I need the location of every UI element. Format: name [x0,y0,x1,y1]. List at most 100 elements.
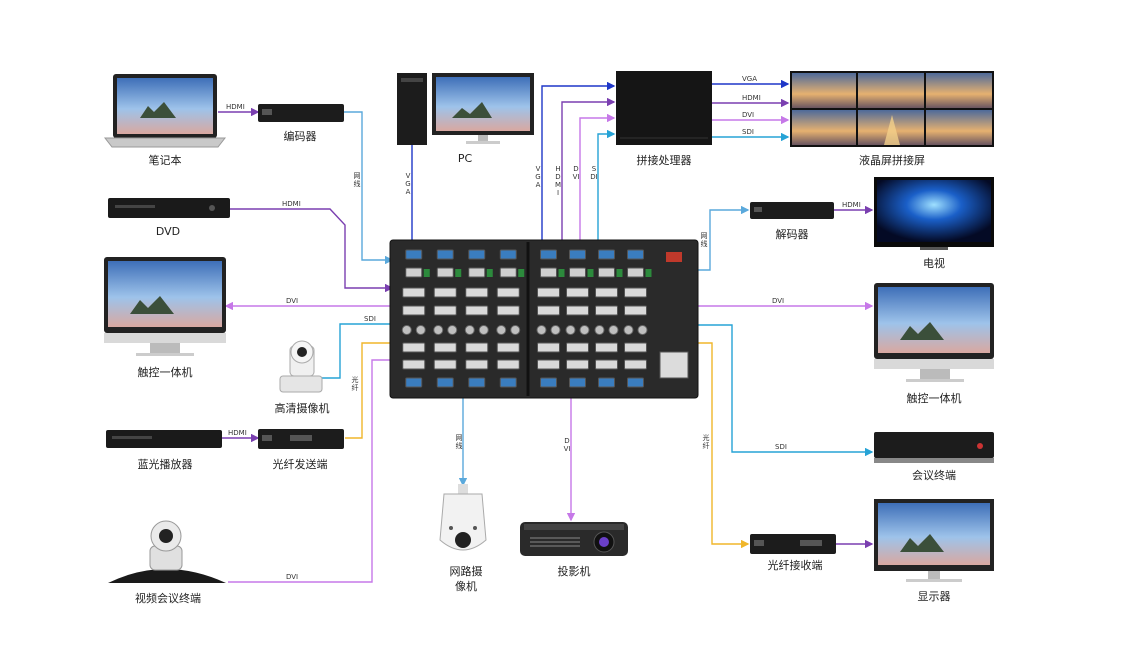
line-hdmi-proc [561,97,616,260]
matrix-dvi-port [465,287,489,298]
link-label-fiber-tx: 光纤 [351,376,359,392]
matrix-vga-port [540,377,557,388]
matrix-status-led [486,269,493,277]
line-hdmi-dvd [228,208,394,293]
matrix-bnc-port [433,325,444,335]
link-label-hdmi-bluray: HDMI [228,429,247,437]
matrix-bnc-port [579,325,590,335]
matrix-bnc-port [496,325,507,335]
matrix-dvi-port [566,342,589,353]
matrix-net-port [436,267,454,278]
matrix-bnc-port [536,325,547,335]
matrix-dvi-port [537,342,560,353]
link-label-sdi-conf: SDI [775,443,787,451]
monitor-device [874,499,994,582]
matrix-dvi-port [537,359,560,370]
matrix-bnc-port [594,325,605,335]
label-dvd: DVD [155,225,181,238]
matrix-dvi-port [595,287,618,298]
link-label-out-sdi: SDI [742,128,754,136]
matrix-bnc-port [510,325,521,335]
label-decoder: 解码器 [775,228,809,241]
line-fiber-tx [345,338,404,439]
link-label-dvi-touch-right: DVI [772,297,785,305]
matrix-status-led [587,269,594,277]
matrix-net-port [540,267,557,278]
link-label-network-ptz: 网线 [455,434,463,450]
conference-terminal-device [874,432,994,463]
link-label-fiber-rx: 光纤 [702,434,710,450]
matrix-dvi-port [595,342,618,353]
link-label-network-decoder: 网线 [700,232,708,248]
matrix-vga-port [499,377,517,388]
matrix-bnc-port [550,325,561,335]
matrix-status-led [616,269,623,277]
label-network-camera-2: 像机 [455,580,477,593]
laptop-device [103,74,227,148]
matrix-net-port [598,267,615,278]
label-touch-pc-right: 触控一体机 [906,392,962,405]
matrix-dvi-port [433,305,457,316]
matrix-bnc-port [623,325,634,335]
link-label-network-encoder: 网线 [353,172,361,188]
matrix-vga-port [569,377,586,388]
link-label-dvi-proc: DVI [572,165,580,181]
pc-monitor [432,73,534,144]
matrix-bnc-port [565,325,576,335]
link-label-hdmi-dvd: HDMI [282,200,301,208]
matrix-bnc-port [447,325,458,335]
link-label-out-dvi: DVI [742,111,755,119]
matrix-vga-port [598,377,615,388]
bluray-device [106,430,222,448]
matrix-net-port [627,267,644,278]
matrix-dvi-port [402,287,426,298]
matrix-dvi-port [465,342,489,353]
matrix-vga-port [468,377,486,388]
label-pc: PC [457,152,473,165]
ptz-camera-device [439,484,487,551]
label-bluray: 蓝光播放器 [137,458,193,471]
matrix-dvi-port [566,359,589,370]
matrix-dvi-port [402,305,426,316]
link-label-dvi-touch-left: DVI [286,297,299,305]
label-conference-terminal: 会议终端 [912,469,956,482]
matrix-dvi-port [566,305,589,316]
matrix-net-port [499,267,517,278]
link-label-dvi-projector: DVI [563,437,571,453]
label-splice-processor: 拼接处理器 [636,154,692,167]
matrix-status-led [423,269,430,277]
label-hd-camera: 高清摄像机 [274,402,330,415]
video-conf-device [108,520,226,583]
label-tv: 电视 [923,257,945,270]
link-label-vga-pc: VGA [405,172,411,196]
matrix-switcher [389,239,699,399]
fiber-rx-device [750,534,836,554]
matrix-dvi-port [496,359,520,370]
matrix-dvi-port [537,287,560,298]
lcd-wall-device [790,71,994,147]
link-label-hdmi-proc: HDMI [554,165,562,197]
matrix-status-led [518,269,525,277]
link-label-hdmi-decoder: HDMI [842,201,861,209]
link-label-sdi-camera: SDI [364,315,376,323]
matrix-vga-port [405,249,423,260]
label-fiber-rx: 光纤接收端 [767,559,823,572]
matrix-vga-port [627,377,644,388]
label-encoder: 编码器 [283,130,317,143]
matrix-dvi-port [566,287,589,298]
matrix-power-socket [659,351,689,379]
label-projector: 投影机 [557,565,591,578]
matrix-vga-port [405,377,423,388]
matrix-bnc-port [637,325,648,335]
matrix-net-port [569,267,586,278]
pc-tower [397,73,427,145]
label-video-conf: 视频会议终端 [135,592,201,605]
label-fiber-tx: 光纤发送端 [272,458,328,471]
matrix-vga-port [468,249,486,260]
matrix-dvi-port [433,359,457,370]
label-monitor: 显示器 [917,590,951,603]
label-laptop: 笔记本 [148,154,182,167]
label-network-camera-1: 网路摄 [449,565,483,578]
